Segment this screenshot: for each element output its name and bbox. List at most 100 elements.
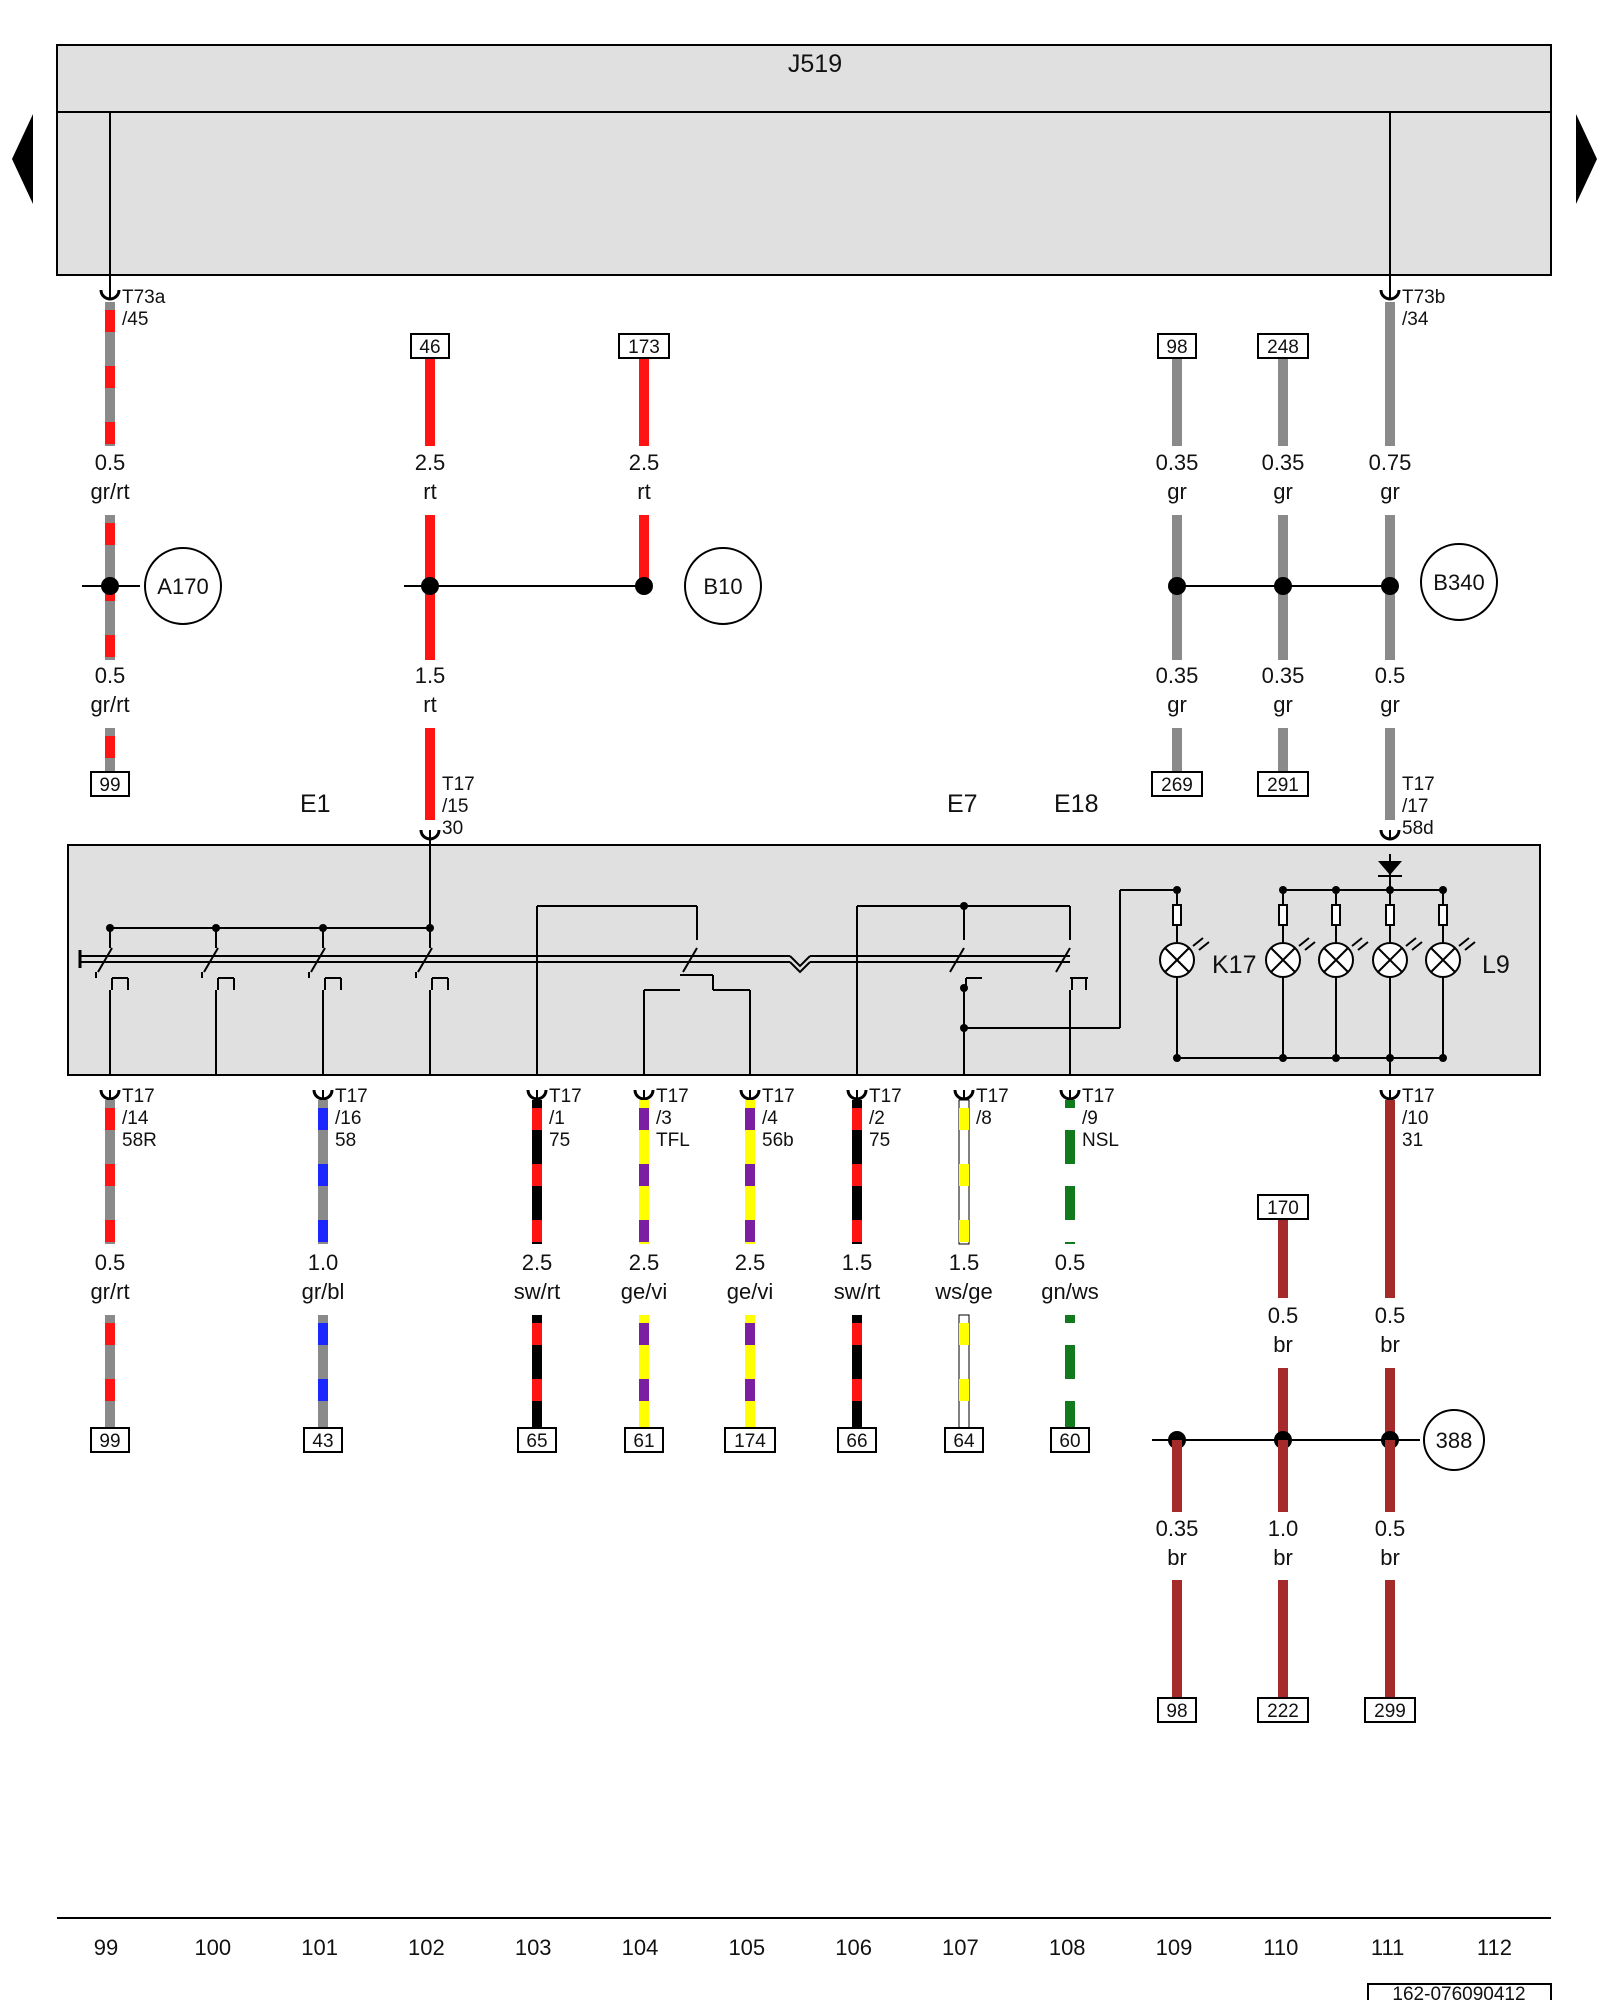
wire-gauge-w20: 0.5	[1268, 1303, 1299, 1328]
connector-t73b-line0: T73b	[1402, 287, 1445, 308]
connector-t17_17-line0: T17	[1402, 774, 1435, 795]
wire-base	[425, 358, 435, 446]
wire-170-mid	[1278, 1368, 1288, 1440]
wire-base	[318, 1315, 328, 1428]
wire-color-w20: br	[1273, 1332, 1293, 1357]
splice-b340-circle	[1420, 543, 1498, 621]
prev-page-arrow-icon[interactable]	[12, 114, 33, 204]
switch-blade	[949, 947, 965, 973]
wire-color-w17: sw/rt	[834, 1279, 880, 1304]
wire-color-w24: br	[1380, 1545, 1400, 1570]
wire-stripe	[318, 1323, 328, 1345]
wire-color-w23: br	[1273, 1545, 1293, 1570]
resistor	[1385, 904, 1395, 926]
wire-stripe	[745, 1164, 755, 1186]
splice-s388-circle	[1423, 1409, 1485, 1471]
wire-stripe	[852, 1323, 862, 1345]
splice-a170-label: A170	[157, 574, 208, 599]
connector-t17_16-line2: 58	[335, 1130, 356, 1151]
wire-color-w14: sw/rt	[514, 1279, 560, 1304]
light-rays-icon	[1405, 937, 1423, 951]
wire-stripe	[639, 1108, 649, 1130]
resistor	[1438, 904, 1448, 926]
connector-t17_10-line1: /10	[1402, 1108, 1428, 1129]
switch-blade	[310, 947, 326, 973]
connector-t17_10-line2: 31	[1402, 1130, 1423, 1151]
wire-gauge-w4: 2.5	[629, 450, 660, 475]
wire-line	[1323, 947, 1349, 973]
track-number: 112	[1477, 1935, 1512, 1960]
ref-46: 46	[419, 337, 440, 358]
wire-stripe	[105, 366, 115, 388]
wire-color-w4: rt	[637, 479, 650, 504]
wire-248	[1278, 358, 1288, 446]
connector-t17_4-line2: 56b	[762, 1130, 794, 1151]
track-number: 100	[194, 1935, 231, 1960]
wire-stripe	[959, 1108, 969, 1130]
wire-stripe	[852, 1379, 862, 1401]
wire-t73a-upper	[105, 302, 115, 446]
wire-gauge-w7: 0.35	[1262, 450, 1305, 475]
connector-t73b-line1: /34	[1402, 309, 1429, 330]
connector-t17_4-line1: /4	[762, 1108, 778, 1129]
wire-stripe	[105, 1108, 115, 1130]
wire-color-w13: gr/bl	[302, 1279, 345, 1304]
wire-gauge-w6: 0.35	[1156, 450, 1199, 475]
connector-t17_9-line1: /9	[1082, 1108, 1098, 1129]
ref-170: 170	[1267, 1198, 1299, 1219]
wire-stripe	[1065, 1164, 1075, 1186]
track-number: 105	[728, 1935, 765, 1960]
wire-base	[1385, 1440, 1395, 1512]
wire-stripe	[532, 1379, 542, 1401]
wire-stripe	[105, 635, 115, 657]
wire-ground-upper	[1385, 1440, 1395, 1512]
splice-b10-label: B10	[703, 574, 742, 599]
resistor	[1331, 904, 1341, 926]
wire-color-w12: gr/rt	[90, 1279, 129, 1304]
doc-code: 162-076090412	[1392, 1984, 1525, 2000]
wire-base	[745, 1315, 755, 1428]
wire-gauge-w16: 2.5	[735, 1250, 766, 1275]
wire-line	[1270, 947, 1296, 973]
wire-base	[425, 728, 435, 820]
component-k17-label: K17	[1212, 951, 1256, 979]
ref-61-box	[624, 1427, 664, 1453]
connector-t17_14-line1: /14	[122, 1108, 149, 1129]
wire-gauge-w3: 2.5	[415, 450, 446, 475]
wire-gauge-w24: 0.5	[1375, 1516, 1406, 1541]
wire-base	[639, 1315, 649, 1428]
wire-base	[1172, 728, 1182, 772]
wire-gauge-w23: 1.0	[1268, 1516, 1299, 1541]
wire-stripe	[105, 1220, 115, 1242]
wire-gauge-w17: 1.5	[842, 1250, 873, 1275]
track-number: 101	[301, 1935, 338, 1960]
wire-stripe	[745, 1220, 755, 1242]
wire-base	[1385, 1580, 1395, 1698]
wire-stripe	[105, 1164, 115, 1186]
wire-gauge-w18: 1.5	[949, 1250, 980, 1275]
connector-t17_16-line1: /16	[335, 1108, 361, 1129]
switch-blade	[682, 947, 698, 973]
light-rays-icon	[1192, 937, 1210, 951]
wire-gauge-w5: 1.5	[415, 663, 446, 688]
wire-t73b	[1385, 302, 1395, 446]
wire-color-w6: gr	[1167, 479, 1187, 504]
wire-t17_4-lower	[745, 1315, 755, 1428]
junction-dot	[1168, 577, 1186, 595]
wire-stripe	[852, 1108, 862, 1130]
wire-58d	[1385, 728, 1395, 820]
wire-stripe	[318, 1108, 328, 1130]
connector-t73a-line1: /45	[122, 309, 148, 330]
wire-stripe	[1065, 1379, 1075, 1401]
ref-269-box	[1151, 771, 1203, 797]
next-page-arrow-icon[interactable]	[1576, 114, 1597, 204]
wire-base	[1172, 358, 1182, 446]
wire-t17_14	[105, 1100, 115, 1244]
track-number: 102	[408, 1935, 445, 1960]
wire-gauge-w21: 0.5	[1375, 1303, 1406, 1328]
resistor	[1172, 904, 1182, 926]
wire-t17_14-lower	[105, 1315, 115, 1428]
connector-t17_14-line2: 58R	[122, 1130, 157, 1151]
ref-64: 64	[953, 1431, 975, 1452]
track-number: 109	[1156, 1935, 1193, 1960]
